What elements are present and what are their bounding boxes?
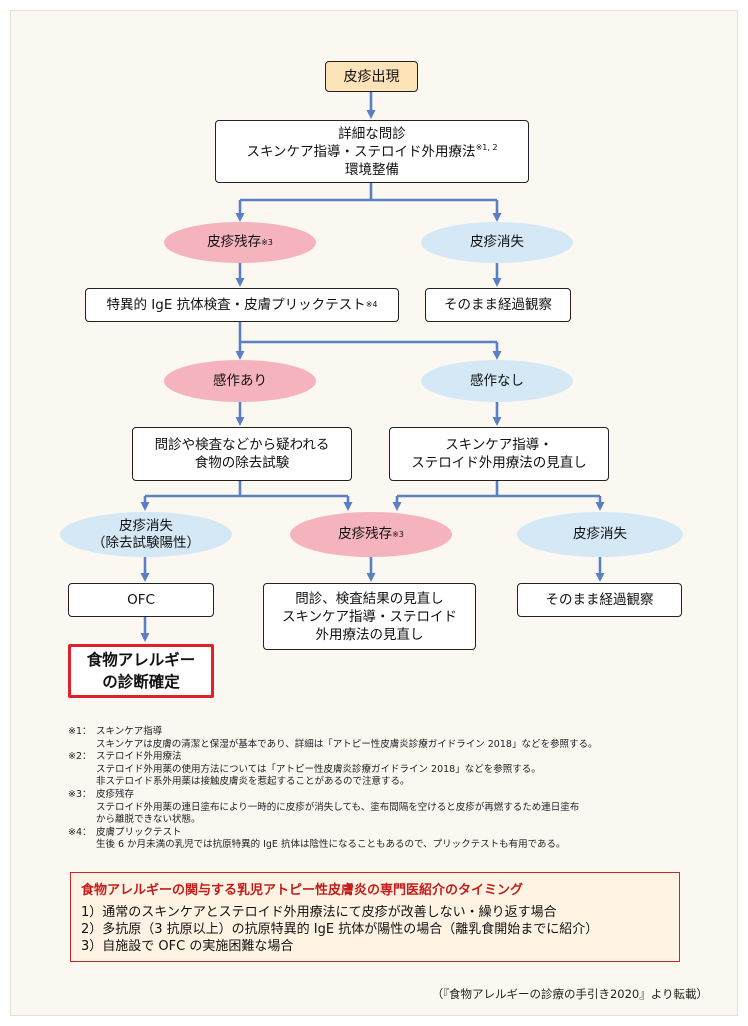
footnotes: ※1：スキンケア指導 スキンケアは皮膚の清潔と保湿が基本であり、詳細は「アトピー… (68, 726, 708, 852)
note-line: ステロイド外用薬の使用方法については「アトピー性皮膚炎診療ガイドライン 2018… (96, 763, 541, 775)
ofc-box: OFC (68, 583, 214, 617)
step1-box: 詳細な問診 スキンケア指導・ステロイド外用療法※1, 2 環境整備 (215, 120, 529, 183)
test-box: 特異的 IgE 抗体検査・皮膚プリックテスト※4 (85, 288, 399, 322)
disappear-ellipse-left: 皮疹消失 （除去試験陽性） (60, 512, 232, 557)
remain-ellipse-1: 皮疹残存※3 (164, 222, 316, 263)
source-citation: （『食物アレルギーの診療の手引き2020』より転載） (431, 987, 708, 1001)
remain-ellipse-center: 皮疹残存※3 (290, 512, 452, 557)
start-box: 皮疹出現 (325, 61, 418, 92)
note-item: ※2：ステロイド外用療法 (68, 751, 182, 763)
note-line: から離脱できない状態。 (96, 814, 201, 826)
note-line: 非ステロイド系外用薬は接触皮膚炎を惹起することがあるので注意する。 (96, 776, 410, 788)
referral-title: 食物アレルギーの関与する乳児アトピー性皮膚炎の専門医紹介のタイミング (81, 883, 524, 898)
note-line: 生後 6 か月未満の乳児では抗原特異的 IgE 抗体は陰性になることもあるので、… (96, 839, 566, 851)
note-item: ※3：皮疹残存 (68, 788, 135, 800)
not-sensitized-ellipse: 感作なし (421, 360, 573, 402)
note-item: ※1：スキンケア指導 (68, 726, 163, 737)
observe-box-2: そのまま経過観察 (517, 583, 682, 617)
note-line: スキンケアは皮膚の清潔と保湿が基本であり、詳細は「アトピー性皮膚炎診療ガイドライ… (96, 738, 598, 750)
review-box: スキンケア指導・ ステロイド外用療法の見直し (389, 427, 609, 481)
elimination-test-box: 問診や検査などから疑われる 食物の除去試験 (132, 427, 352, 481)
reexamine-box: 問診、検査結果の見直し スキンケア指導・ステロイド 外用療法の見直し (263, 583, 476, 650)
referral-item: 3）自施設で OFC の実施困難な場合 (81, 939, 294, 954)
referral-item: 1）通常のスキンケアとステロイド外用療法にて皮疹が改善しない・繰り返す場合 (81, 905, 557, 920)
note-line: ステロイド外用薬の連日塗布により一時的に皮疹が消失しても、塗布間隔を空けると皮疹… (96, 801, 580, 813)
sensitized-ellipse: 感作あり (164, 360, 316, 402)
disappear-ellipse-right: 皮疹消失 (517, 512, 683, 557)
disappear-ellipse-1: 皮疹消失 (421, 222, 573, 263)
note-item: ※4：皮膚プリックテスト (68, 826, 182, 838)
referral-item: 2）多抗原（3 抗原以上）の抗原特異的 IgE 抗体が陽性の場合（離乳食開始まで… (81, 922, 599, 937)
referral-timing-box: 食物アレルギーの関与する乳児アトピー性皮膚炎の専門医紹介のタイミング 1）通常の… (70, 872, 680, 962)
diagnosis-confirmed-box: 食物アレルギー の診断確定 (68, 644, 214, 698)
observe-box-1: そのまま経過観察 (425, 288, 571, 322)
